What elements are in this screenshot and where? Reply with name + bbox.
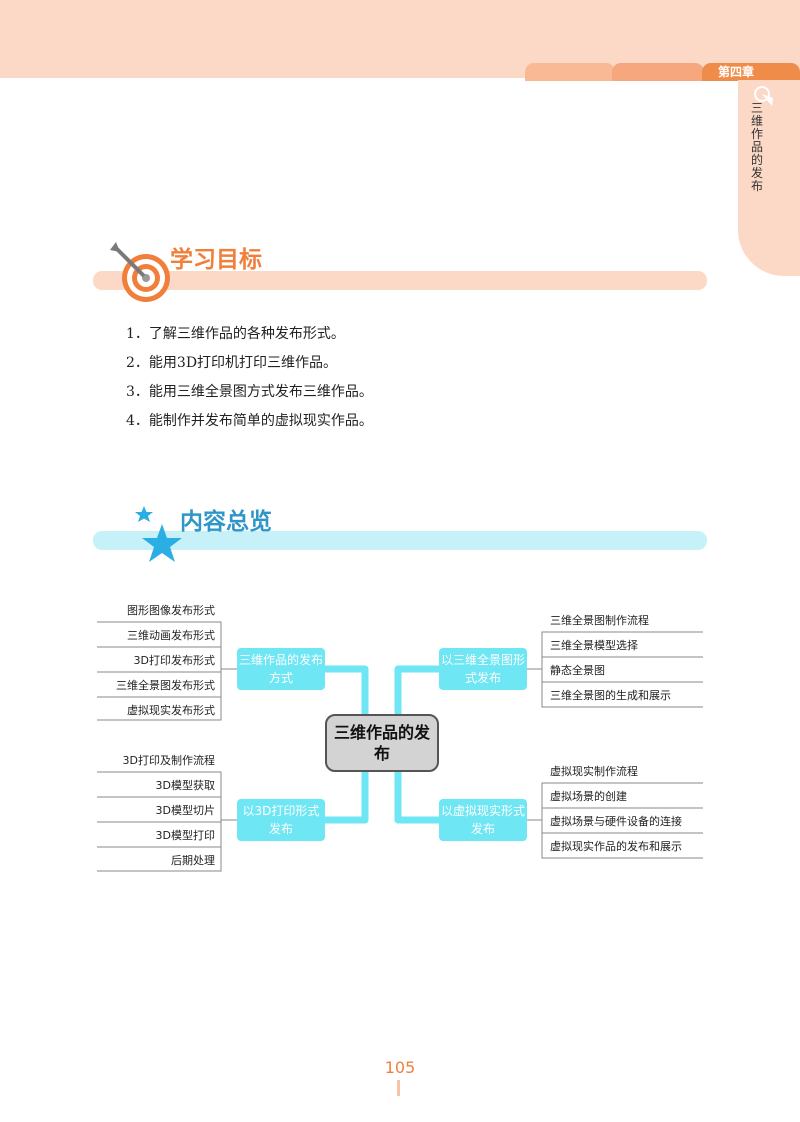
side-chapter-title: 三维作品的发布 [751,101,764,193]
leaf-item: 三维全景图制作流程 [550,614,649,627]
star-icon [135,506,182,562]
cursor-icon [754,86,773,106]
leaf-item: 静态全景图 [550,664,605,677]
side-tab [738,80,800,276]
page-number-tick [397,1080,400,1096]
goals-title: 学习目标 [170,247,262,273]
chapter-label: 第四章 [702,63,800,81]
leaf-item: 三维动画发布形式 [127,629,215,642]
mindmap-center-node: 三维作品的发布 [325,714,439,772]
leaf-item: 虚拟现实发布形式 [127,704,215,717]
leaf-item: 虚拟现实作品的发布和展示 [550,840,682,853]
branch-3d-print: 以3D打印形式发布 [237,799,325,841]
overview-title: 内容总览 [180,509,272,535]
goal-item: 1．了解三维作品的各种发布形式。 [126,326,345,342]
branch-panorama: 以三维全景图形式发布 [439,648,527,690]
goal-item: 3．能用三维全景图方式发布三维作品。 [126,384,373,400]
leaf-item: 三维全景图发布形式 [116,679,215,692]
goals-bar [93,271,707,290]
leaf-item: 虚拟场景的创建 [550,790,627,803]
leaf-item: 虚拟现实制作流程 [550,765,638,778]
target-icon [110,242,170,302]
leaf-item: 3D模型打印 [155,829,215,842]
chapter-tab-decor-2 [612,63,704,81]
chapter-tab-decor-1 [525,63,615,81]
leaf-item: 虚拟场景与硬件设备的连接 [550,815,682,828]
leaf-item: 3D打印发布形式 [133,654,215,667]
leaf-item: 三维全景图的生成和展示 [550,689,671,702]
leaf-item: 3D打印及制作流程 [122,754,215,767]
page-number: 105 [384,1058,416,1077]
leaf-item: 图形图像发布形式 [127,604,215,617]
goal-item: 4．能制作并发布简单的虚拟现实作品。 [126,413,373,429]
leaf-item: 后期处理 [171,854,215,867]
leaf-item: 3D模型切片 [155,804,215,817]
branch-vr: 以虚拟现实形式发布 [439,799,527,841]
branch-publish-methods: 三维作品的发布方式 [237,648,325,690]
leaf-item: 3D模型获取 [155,779,215,792]
overview-bar [93,531,707,550]
leaf-item: 三维全景模型选择 [550,639,638,652]
goal-item: 2．能用3D打印机打印三维作品。 [126,355,338,371]
goal-list: 1．了解三维作品的各种发布形式。 2．能用3D打印机打印三维作品。 3．能用三维… [126,320,373,436]
